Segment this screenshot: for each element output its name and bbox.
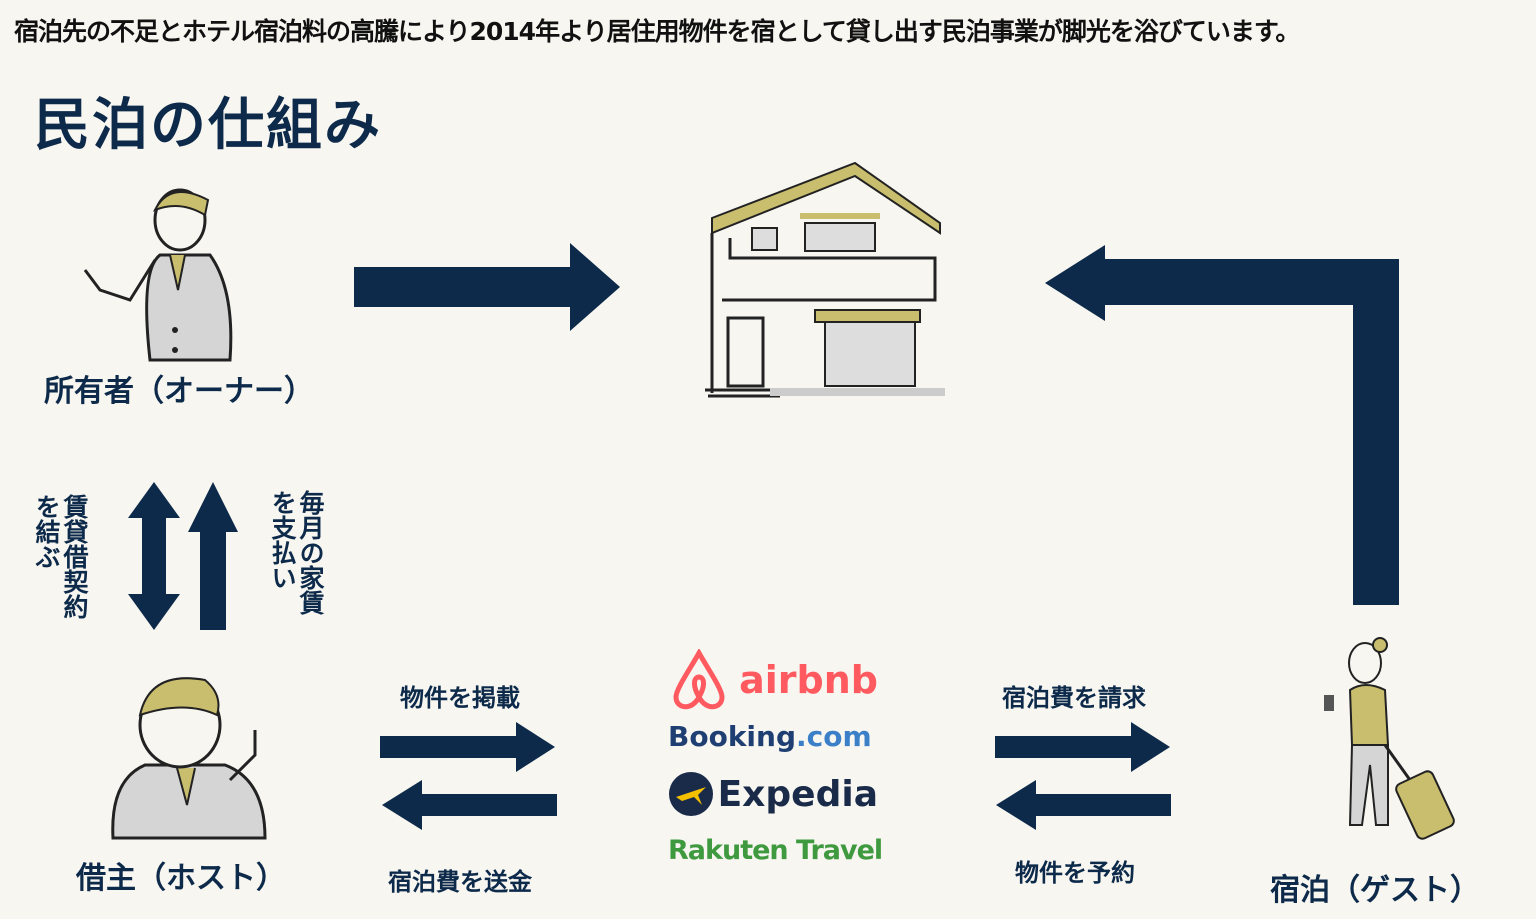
book-property-label: 物件を予約 — [1015, 859, 1135, 887]
arrow-right-icon — [354, 243, 620, 331]
booking-logo-suffix: .com — [796, 720, 872, 753]
host-illustration — [111, 677, 267, 840]
rakuten-logo-text: Rakuten Travel — [668, 835, 883, 866]
host-label: 借主（ホスト） — [76, 861, 286, 896]
owner-host-arrows-icon — [128, 482, 238, 630]
guest-illustration — [1324, 637, 1455, 840]
lease-contract-label: 賃貸借契約を結ぶ — [32, 494, 89, 619]
airbnb-logo-icon — [673, 649, 725, 710]
intro-text: 宿泊先の不足とホテル宿泊料の高騰により2014年より居住用物件を宿として貸し出す… — [14, 17, 1300, 46]
charge-fee-label: 宿泊費を請求 — [1002, 684, 1146, 712]
platform-logos: airbnb Booking.com Expedia Rakuten Trave… — [668, 648, 883, 866]
guest-label: 宿泊（ゲスト） — [1270, 873, 1480, 908]
owner-label: 所有者（オーナー） — [44, 374, 314, 409]
airbnb-logo-text: airbnb — [739, 658, 878, 702]
house-illustration — [705, 161, 945, 398]
booking-logo-text: Booking — [668, 720, 797, 753]
arrow-right-icon — [380, 722, 555, 772]
expedia-logo-icon — [669, 772, 713, 816]
expedia-logo-text: Expedia — [717, 773, 878, 815]
arrow-guest-to-house-icon — [1045, 245, 1399, 605]
owner-illustration — [83, 188, 233, 362]
monthly-rent-label: 毎月の家賃を支払い — [268, 490, 325, 615]
remit-fee-label: 宿泊費を送金 — [388, 868, 532, 896]
list-property-label: 物件を掲載 — [400, 684, 520, 712]
page-title: 民泊の仕組み — [34, 93, 382, 158]
arrow-left-icon — [382, 780, 557, 830]
arrow-right-icon — [995, 722, 1170, 772]
arrow-left-icon — [996, 780, 1171, 830]
